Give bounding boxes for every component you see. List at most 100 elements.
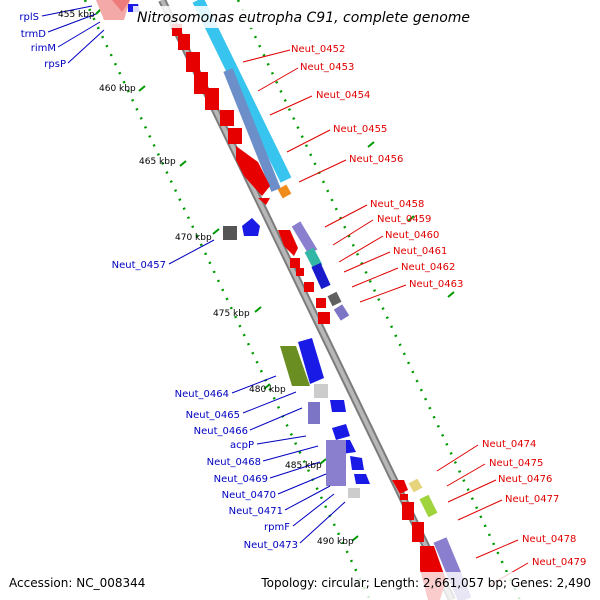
gene-arrow — [296, 268, 304, 276]
gene-arrow — [194, 72, 208, 94]
leader-neut-0470 — [277, 473, 327, 495]
leader-neut-0453 — [257, 67, 299, 92]
gene-label[interactable]: Neut_0475 — [489, 458, 543, 469]
gene-arrow-small — [258, 198, 270, 205]
tick-475 — [254, 306, 262, 313]
forward-leader-lines — [242, 49, 529, 586]
leader-neut-0464 — [231, 375, 277, 394]
gene-neut-0470 — [326, 440, 346, 486]
feature-bar-cyan — [192, 0, 292, 183]
gene-label[interactable]: Neut_0479 — [532, 557, 586, 568]
scale-label: 485 kbp — [285, 461, 322, 471]
scale-label: 490 kbp — [317, 537, 354, 547]
rrna-feature — [96, 0, 130, 20]
gene-label[interactable]: Neut_0474 — [482, 439, 536, 450]
gene-label[interactable]: rimM — [31, 43, 56, 54]
leader-neut-0477 — [457, 499, 503, 521]
feature-bar-yellow — [408, 478, 423, 493]
gene-label[interactable]: Neut_0456 — [349, 154, 403, 165]
leader-acpP — [256, 435, 307, 445]
gene-arrow — [186, 52, 200, 72]
gene-label[interactable]: Neut_0458 — [370, 199, 424, 210]
reverse-gene-arrows — [128, 4, 370, 498]
gene-arrow — [402, 502, 414, 520]
inner-scale-dots — [83, 0, 372, 600]
leader-neut-0466 — [249, 407, 303, 431]
gene-arrow — [172, 24, 182, 36]
scale-guides — [83, 0, 522, 600]
scale-label: 465 kbp — [139, 157, 176, 167]
gene-arrow — [178, 34, 190, 50]
gene-label[interactable]: Neut_0461 — [393, 246, 447, 257]
gene-label[interactable]: Neut_0466 — [194, 426, 248, 437]
feature-bar-purple-2 — [333, 304, 350, 321]
gene-label[interactable]: Neut_0455 — [333, 124, 387, 135]
gene-arrow — [316, 298, 326, 308]
gene-label[interactable]: rpsP — [44, 59, 66, 70]
gene-label[interactable]: Neut_0476 — [498, 474, 552, 485]
gene-neut-0471 — [350, 456, 364, 470]
gene-neut-0464-green — [280, 346, 310, 386]
gene-label[interactable]: Neut_0459 — [377, 214, 431, 225]
feature-bar-purple-1 — [291, 221, 318, 255]
gene-label[interactable]: Neut_0457 — [112, 260, 166, 271]
feature-bar-lightgreen — [419, 494, 438, 518]
gene-label[interactable]: Neut_0462 — [401, 262, 455, 273]
gene-neut-0464 — [298, 338, 324, 384]
scale-labels: 455 kbp 460 kbp 465 kbp 470 kbp 475 kbp … — [58, 10, 354, 547]
gene-label[interactable]: Neut_0452 — [291, 44, 345, 55]
gene-label[interactable]: Neut_0454 — [316, 90, 370, 101]
gene-label[interactable]: Neut_0477 — [505, 494, 559, 505]
gene-label[interactable]: Neut_0453 — [300, 62, 354, 73]
gene-arrow — [205, 88, 219, 110]
tick-490 — [351, 535, 359, 542]
gene-label[interactable]: Neut_0465 — [186, 410, 240, 421]
gene-acpP — [308, 402, 320, 424]
scale-label: 475 kbp — [213, 309, 250, 319]
scale-label: 480 kbp — [249, 385, 286, 395]
gene-label[interactable]: Neut_0468 — [207, 457, 261, 468]
scale-label: 455 kbp — [58, 10, 95, 20]
pink-feature-dark — [112, 0, 130, 12]
tick-470 — [212, 228, 220, 235]
leader-neut-0475 — [446, 463, 486, 487]
gene-label[interactable]: Neut_0463 — [409, 279, 463, 290]
gene-label[interactable]: Neut_0471 — [229, 506, 283, 517]
gene-label[interactable]: acpP — [230, 440, 254, 451]
gene-neut-0468 — [332, 424, 350, 440]
leader-neut-0459 — [332, 219, 374, 246]
gene-label[interactable]: Neut_0469 — [214, 474, 268, 485]
gene-label[interactable]: rplS — [19, 12, 39, 23]
leader-neut-0457 — [168, 239, 215, 265]
leader-neut-0476 — [447, 479, 497, 503]
outer-scale-dots — [236, 0, 522, 600]
leader-neut-0468 — [262, 445, 319, 462]
gene-label[interactable]: Neut_0460 — [385, 230, 439, 241]
tick-465 — [179, 160, 187, 167]
gene-label[interactable]: Neut_0473 — [244, 540, 298, 551]
gene-arrow-large — [236, 146, 270, 196]
leader-neut-0478 — [475, 539, 519, 559]
gene-label[interactable]: Neut_0470 — [222, 490, 276, 501]
gene-label[interactable]: Neut_0464 — [175, 389, 229, 400]
leader-rpsP — [67, 29, 105, 64]
feature-bar-darkblue — [311, 262, 331, 290]
gene-label[interactable]: rpmF — [264, 522, 290, 533]
leader-neut-0473 — [299, 501, 346, 544]
feature-bar-blue — [223, 68, 281, 192]
leader-neut-0465 — [242, 391, 297, 414]
gene-rpmF — [354, 474, 370, 484]
leader-neut-0469 — [269, 461, 321, 479]
leader-neut-0461 — [343, 251, 391, 273]
gene-arrow — [318, 312, 330, 324]
gene-arrow — [400, 494, 408, 500]
gene-neut-0465 — [314, 384, 328, 398]
gene-label[interactable]: Neut_0478 — [522, 534, 576, 545]
forward-feature-bars — [192, 0, 472, 600]
gene-label[interactable]: trmD — [21, 29, 47, 40]
title-backing — [133, 6, 465, 28]
leader-neut-0455 — [286, 129, 331, 153]
scale-label: 460 kbp — [99, 84, 136, 94]
gene-neut-0457 — [242, 218, 260, 236]
